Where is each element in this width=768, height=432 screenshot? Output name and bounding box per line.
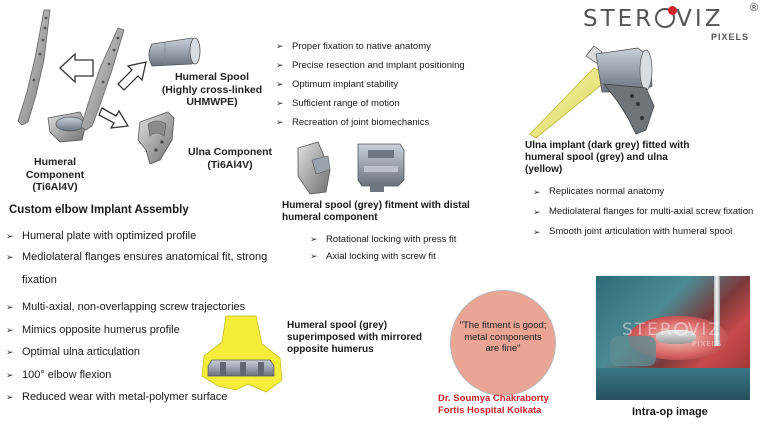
superimposed-label: Humeral spool (grey) superimposed with m…: [287, 320, 423, 355]
intraop-watermark-a: STER: [622, 320, 674, 340]
intraop-watermark: STER VIZ PIXELS: [622, 320, 722, 348]
implant-assembly-illustration: [17, 9, 201, 165]
left-feature-item: Mediolateral flanges ensures anatomical …: [6, 246, 291, 292]
left-feature-item: Optimal ulna articulation: [6, 341, 291, 364]
left-feature-item: Humeral plate with optimized profile: [6, 226, 291, 246]
quote-text: "The fitment is good; metal components a…: [459, 320, 547, 354]
arrow-up-right-icon: [117, 61, 147, 91]
intraop-photo: STER VIZ PIXELS: [596, 276, 750, 400]
intraop-watermark-sub: PIXELS: [692, 340, 723, 348]
left-feature-list: Humeral plate with optimized profile Med…: [6, 226, 291, 292]
spool-fitment-illustration: [297, 141, 405, 195]
fitment-item: Axial locking with screw fit: [310, 248, 490, 265]
top-feature-item: Proper fixation to native anatomy: [276, 37, 516, 56]
logo-o-mark: [655, 6, 678, 28]
assembly-title: Custom elbow Implant Assembly: [9, 204, 189, 216]
left-feature-item: Multi-axial, non-overlapping screw traje…: [6, 296, 291, 319]
fitment-list: Rotational locking with press fit Axial …: [310, 231, 490, 265]
logo-registered: ®: [750, 2, 759, 14]
fitment-title: Humeral spool (grey) fitment with distal…: [282, 200, 470, 223]
humeral-component-label: Humeral Component (Ti6Al4V): [25, 156, 85, 193]
logo-text-b: VIZ: [676, 6, 724, 32]
ulna-component-label: Ulna Component (Ti6Al4V): [188, 146, 272, 171]
intraop-watermark-b: VIZ: [687, 320, 723, 340]
left-feature-item: 100° elbow flexion: [6, 364, 291, 387]
assembled-humeral-plate: [17, 9, 87, 143]
arrow-left-icon: [59, 52, 94, 84]
humeral-spool-part: [148, 37, 201, 67]
ulna-implant-item: Smooth joint articulation with humeral s…: [533, 222, 755, 242]
left-feature-list-lower: Multi-axial, non-overlapping screw traje…: [6, 296, 291, 409]
quote-author: Dr. Soumya Chakraborty: [438, 393, 549, 404]
ulna-implant-illustration: [529, 45, 655, 139]
top-feature-list: Proper fixation to native anatomy Precis…: [276, 37, 516, 132]
top-feature-item: Recreation of joint biomechanics: [276, 113, 516, 132]
left-feature-item: Mimics opposite humerus profile: [6, 319, 291, 342]
superimposed-humerus-illustration: [201, 315, 283, 393]
top-feature-item: Sufficient range of motion: [276, 94, 516, 113]
separate-humeral-component: [80, 27, 125, 131]
humeral-spool-3d: [595, 47, 653, 93]
ulna-component-part: [137, 111, 175, 165]
ulna-implant-title: Ulna implant (dark grey) fitted with hum…: [525, 140, 690, 175]
quote-bubble: [450, 290, 556, 396]
arrow-down-right-icon: [98, 107, 130, 129]
left-feature-item: Reduced wear with metal-polymer surface: [6, 386, 291, 409]
ulna-implant-list: Replicates normal anatomy Mediolateral f…: [533, 182, 755, 242]
logo-subtext: PIXELS: [711, 32, 750, 42]
quote-hospital: Fortis Hospital Kolkata: [438, 405, 542, 416]
ulna-implant-item: Mediolateral flanges for multi-axial scr…: [533, 202, 755, 222]
top-feature-item: Optimum implant stability: [276, 75, 516, 94]
ulna-implant-dark: [603, 83, 655, 135]
top-feature-item: Precise resection and implant positionin…: [276, 56, 516, 75]
logo-text-a: STER: [583, 6, 655, 32]
fitment-item: Rotational locking with press fit: [310, 231, 490, 248]
company-logo: STER VIZ ® PIXELS: [583, 2, 765, 48]
ulna-bone: [529, 67, 607, 139]
humeral-spool-label: Humeral Spool (Highly cross-linked UHMWP…: [161, 71, 263, 108]
intraop-caption: Intra-op image: [632, 406, 708, 418]
ulna-implant-item: Replicates normal anatomy: [533, 182, 755, 202]
